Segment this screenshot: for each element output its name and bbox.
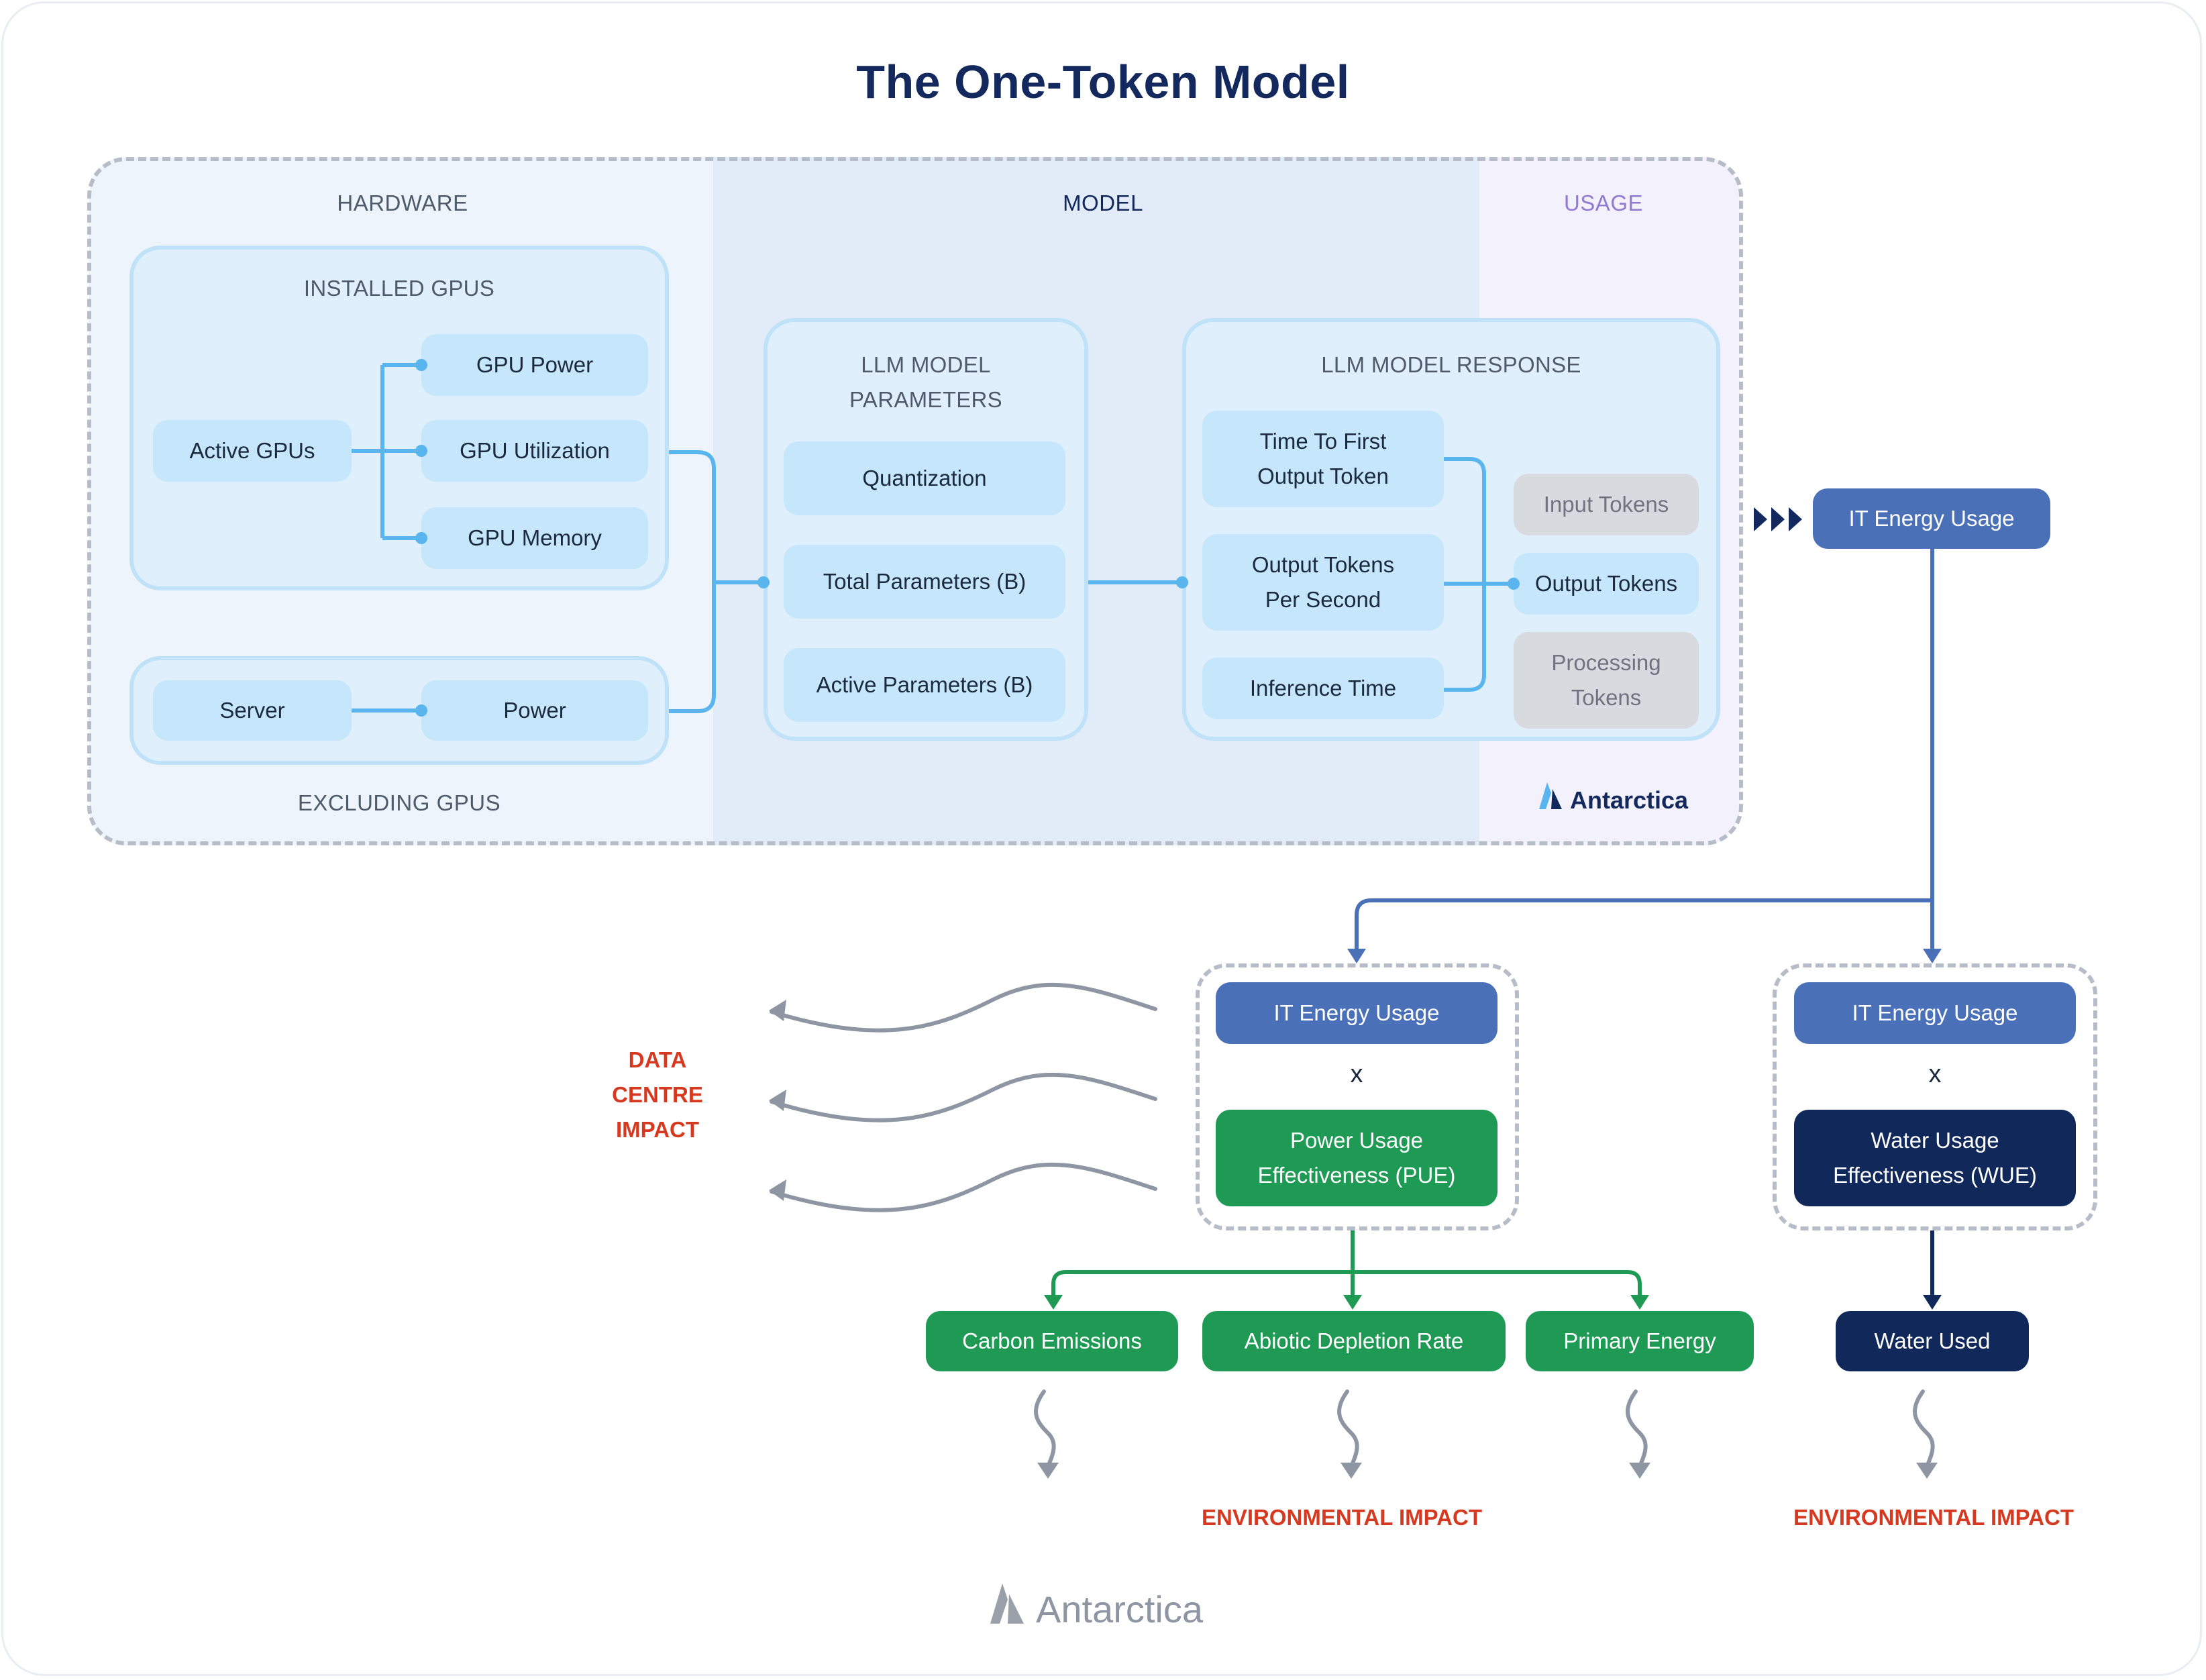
server-node: Server bbox=[153, 680, 352, 741]
antarctica-brand-small: Antarctica bbox=[1570, 786, 1689, 814]
primary-energy-node: Primary Energy bbox=[1526, 1311, 1754, 1371]
carbon-emissions-node: Carbon Emissions bbox=[926, 1311, 1178, 1371]
llm-parameters-header-line1: LLM MODEL bbox=[861, 352, 991, 377]
data-centre-it-energy-node: IT Energy Usage bbox=[1216, 982, 1498, 1044]
processing-tokens-line1: Processing bbox=[1551, 650, 1661, 675]
power-node: Power bbox=[421, 680, 648, 741]
pue-node: Power Usage Effectiveness (PUE) bbox=[1216, 1110, 1498, 1206]
time-to-first-token-line1: Time To First bbox=[1259, 429, 1387, 454]
processing-tokens-line2: Tokens bbox=[1571, 685, 1642, 710]
antarctica-logo-icon bbox=[1539, 782, 1562, 809]
llm-parameters-header-line2: PARAMETERS bbox=[849, 387, 1002, 412]
antarctica-brand-large: Antarctica bbox=[1036, 1588, 1203, 1630]
water-used-node: Water Used bbox=[1836, 1311, 2029, 1371]
wue-line2: Effectiveness (WUE) bbox=[1833, 1163, 2037, 1188]
time-to-first-token-line2: Output Token bbox=[1257, 464, 1389, 488]
gpu-utilization-node: GPU Utilization bbox=[421, 420, 648, 482]
water-it-energy-node: IT Energy Usage bbox=[1794, 982, 2076, 1044]
active-gpus-node: Active GPUs bbox=[153, 420, 352, 482]
water-dashed-box bbox=[1773, 963, 2097, 1230]
section-label-hardware: HARDWARE bbox=[337, 191, 468, 215]
processing-tokens-node: Processing Tokens bbox=[1514, 632, 1699, 729]
data-centre-impact-line2: CENTRE bbox=[612, 1082, 703, 1107]
data-centre-multiply-sign: x bbox=[1350, 1060, 1363, 1088]
it-energy-usage-node: IT Energy Usage bbox=[1813, 488, 2050, 549]
output-tokens-per-second-line2: Per Second bbox=[1265, 587, 1381, 612]
water-multiply-sign: x bbox=[1928, 1060, 1942, 1088]
installed-gpus-header: INSTALLED GPUS bbox=[303, 276, 495, 301]
environmental-impact-label-left: ENVIRONMENTAL IMPACT bbox=[1202, 1505, 1482, 1530]
data-centre-impact-line1: DATA bbox=[628, 1047, 687, 1072]
output-tokens-node: Output Tokens bbox=[1514, 553, 1699, 615]
pue-line1: Power Usage bbox=[1290, 1128, 1424, 1153]
pue-line2: Effectiveness (PUE) bbox=[1257, 1163, 1456, 1188]
inference-time-node: Inference Time bbox=[1202, 658, 1444, 719]
gpu-power-node: GPU Power bbox=[421, 334, 648, 396]
quantization-node: Quantization bbox=[784, 441, 1065, 515]
time-to-first-token-node: Time To First Output Token bbox=[1202, 411, 1444, 507]
total-parameters-node: Total Parameters (B) bbox=[784, 545, 1065, 619]
environmental-impact-label-right: ENVIRONMENTAL IMPACT bbox=[1793, 1505, 2074, 1530]
output-tokens-per-second-line1: Output Tokens bbox=[1251, 552, 1395, 577]
page-title: The One-Token Model bbox=[856, 56, 1350, 108]
abiotic-depletion-node: Abiotic Depletion Rate bbox=[1202, 1311, 1506, 1371]
data-centre-impact-line3: IMPACT bbox=[615, 1117, 700, 1142]
wue-node: Water Usage Effectiveness (WUE) bbox=[1794, 1110, 2076, 1206]
output-tokens-per-second-node: Output Tokens Per Second bbox=[1202, 534, 1444, 631]
inference-dashed-container bbox=[87, 157, 1743, 845]
section-label-usage: USAGE bbox=[1563, 191, 1644, 215]
wue-line1: Water Usage bbox=[1871, 1128, 1999, 1153]
active-parameters-node: Active Parameters (B) bbox=[784, 648, 1065, 722]
data-centre-dashed-box bbox=[1196, 963, 1519, 1230]
antarctica-logo-large-icon bbox=[990, 1583, 1024, 1624]
llm-response-header: LLM MODEL RESPONSE bbox=[1321, 352, 1581, 377]
excluding-gpus-label: EXCLUDING GPUS bbox=[297, 790, 501, 815]
section-label-model: MODEL bbox=[1063, 191, 1143, 215]
gpu-memory-node: GPU Memory bbox=[421, 507, 648, 569]
input-tokens-node: Input Tokens bbox=[1514, 474, 1699, 535]
